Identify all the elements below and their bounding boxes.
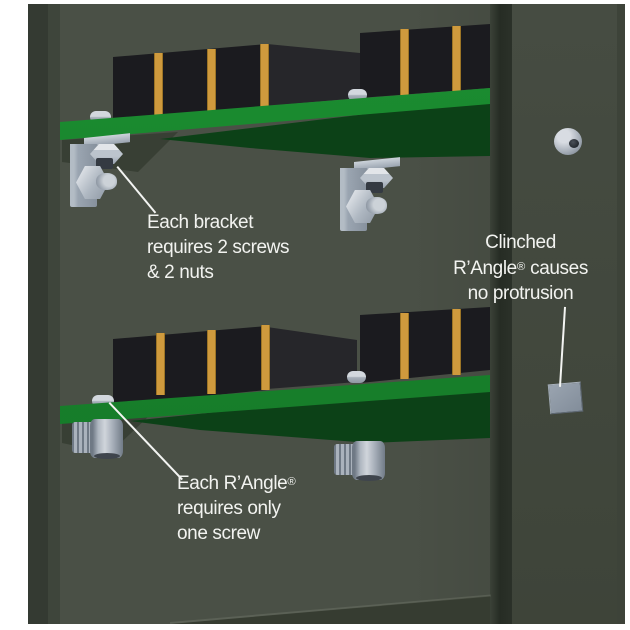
leader-line-bracket [116, 166, 157, 214]
rangle-barrel [90, 419, 123, 458]
rangle-knurled-body [72, 422, 93, 453]
panel-shading [408, 4, 490, 624]
screw-stub [96, 158, 113, 169]
rangle-bottom-cap [94, 453, 120, 459]
component-stripe [260, 44, 269, 107]
board-screw-head [90, 111, 111, 123]
component-stripe [156, 333, 165, 395]
board-screw-head [347, 371, 366, 383]
annotation-line: one screw [177, 522, 260, 544]
hex-nut [360, 168, 393, 188]
registered-mark: ® [516, 261, 526, 273]
annotation-line: requires 2 screws [147, 237, 290, 258]
bracket-flange [84, 133, 130, 147]
board-screw-head [348, 89, 367, 101]
bracket-plate [70, 144, 97, 207]
panel-fold-edge [490, 4, 512, 624]
protruding-screw-head [554, 128, 582, 155]
clinched-rangle-flush-square [547, 381, 584, 415]
annotation-line: Clinched [485, 232, 556, 253]
component-stripe [207, 49, 216, 111]
bracket-plate [340, 168, 367, 231]
clinched-annotation: Clinched R’Angle® causes no protrusion [433, 230, 608, 306]
bracket-flange [354, 157, 400, 171]
hex-nut [90, 144, 123, 164]
annotation-line: & 2 nuts [147, 262, 214, 283]
hex-nut [76, 166, 109, 199]
component-stripe [261, 325, 270, 390]
panel-left-edge-dark [28, 4, 48, 624]
hex-nut [346, 190, 379, 223]
component-stripe [154, 53, 163, 115]
annotation-line: requires only [177, 497, 281, 519]
rangle-annotation: Each R’Angle® requires only one screw [177, 470, 367, 546]
annotation-line: no protrusion [467, 282, 574, 304]
screw-shaft [96, 173, 117, 190]
registered-mark: ® [287, 476, 296, 488]
panel-right-edge [617, 4, 625, 624]
annotation-line: Each R’Angle® [177, 472, 296, 494]
component-stripe [207, 330, 216, 394]
annotation-line: Each bracket [147, 212, 254, 233]
screw-stub [366, 182, 383, 193]
leader-line-rangle [108, 402, 183, 481]
panel-right-face [512, 4, 625, 624]
annotation-line: R’Angle® causes [453, 257, 588, 279]
rangle-fastener [72, 418, 126, 460]
panel-left-edge-mid [48, 4, 60, 624]
chassis-panel: Each bracket requires 2 screws & 2 nuts … [28, 4, 625, 624]
screw-recess [569, 139, 579, 148]
screw-shaft [366, 197, 387, 214]
bracket-annotation: Each bracket requires 2 screws & 2 nuts [147, 210, 337, 285]
mounting-bracket [340, 157, 404, 234]
